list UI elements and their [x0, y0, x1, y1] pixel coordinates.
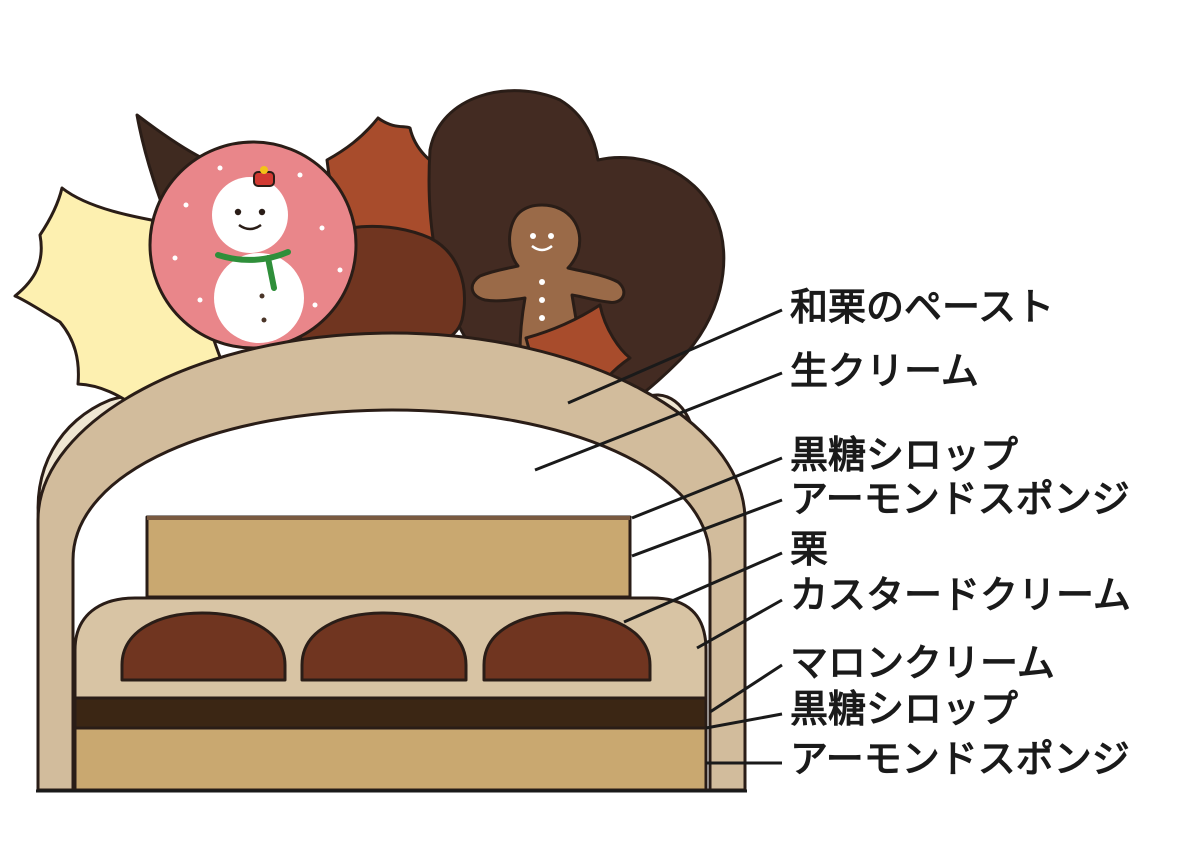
decorations	[13, 89, 726, 532]
label-japanese-chestnut-paste: 和栗のペースト	[790, 285, 1054, 329]
brown-sugar-syrup-layer	[73, 696, 708, 730]
snow-dot	[172, 255, 178, 261]
chestnut	[300, 611, 468, 682]
leader-line	[705, 712, 783, 730]
label-brown-sugar-syrup-lower: 黒糖シロップ	[790, 687, 1018, 731]
layer-labels: 和栗のペースト 生クリーム 黒糖シロップ アーモンドスポンジ 栗 カスタードクリ…	[790, 285, 1131, 781]
snow-dot	[197, 297, 203, 303]
label-almond-sponge-lower: アーモンドスポンジ	[790, 737, 1130, 781]
almond-sponge-upper	[145, 515, 632, 599]
snowman-eye-right	[258, 208, 266, 216]
leader-line	[534, 371, 783, 472]
leader-line	[631, 456, 783, 520]
label-marron-cream: マロンクリーム	[790, 641, 1055, 685]
gingerbread-button	[539, 315, 545, 321]
cake-body	[36, 331, 747, 793]
snow-dot	[337, 267, 343, 273]
chestnut	[120, 611, 287, 682]
gingerbread-button	[539, 297, 545, 303]
label-custard-cream: カスタードクリーム	[790, 573, 1131, 617]
snowman-body	[214, 253, 304, 343]
snowman-disc	[148, 140, 358, 350]
almond-sponge-layer	[73, 726, 708, 792]
snowman-button	[259, 293, 265, 299]
snowman-head	[212, 177, 288, 253]
label-whipped-cream: 生クリーム	[790, 349, 979, 393]
snow-dot	[217, 165, 223, 171]
leader-line	[623, 551, 783, 624]
snowman-button	[261, 317, 267, 323]
label-chestnut: 栗	[790, 527, 828, 571]
snow-dot	[297, 172, 303, 178]
leader-lines	[534, 308, 783, 765]
snowman-eye-left	[234, 208, 242, 216]
chestnut	[482, 611, 652, 682]
leader-line	[567, 308, 783, 405]
snow-dot	[312, 302, 318, 308]
leader-line	[709, 663, 783, 714]
label-almond-sponge-upper: アーモンドスポンジ	[790, 477, 1130, 521]
snow-dot	[183, 202, 189, 208]
gingerbread-eye-left	[530, 233, 536, 239]
leader-line	[696, 598, 783, 650]
gingerbread-smile	[531, 244, 553, 252]
gingerbread-eye-right	[548, 233, 554, 239]
gingerbread-button	[539, 279, 545, 285]
snowman-mouth	[238, 223, 262, 231]
snowman-hat-pom	[260, 166, 268, 174]
snow-dot	[319, 225, 325, 231]
snowman-hat	[253, 171, 275, 187]
label-brown-sugar-syrup-upper: 黒糖シロップ	[790, 433, 1018, 477]
snowman-scarf	[215, 249, 291, 291]
leader-line	[631, 498, 783, 558]
